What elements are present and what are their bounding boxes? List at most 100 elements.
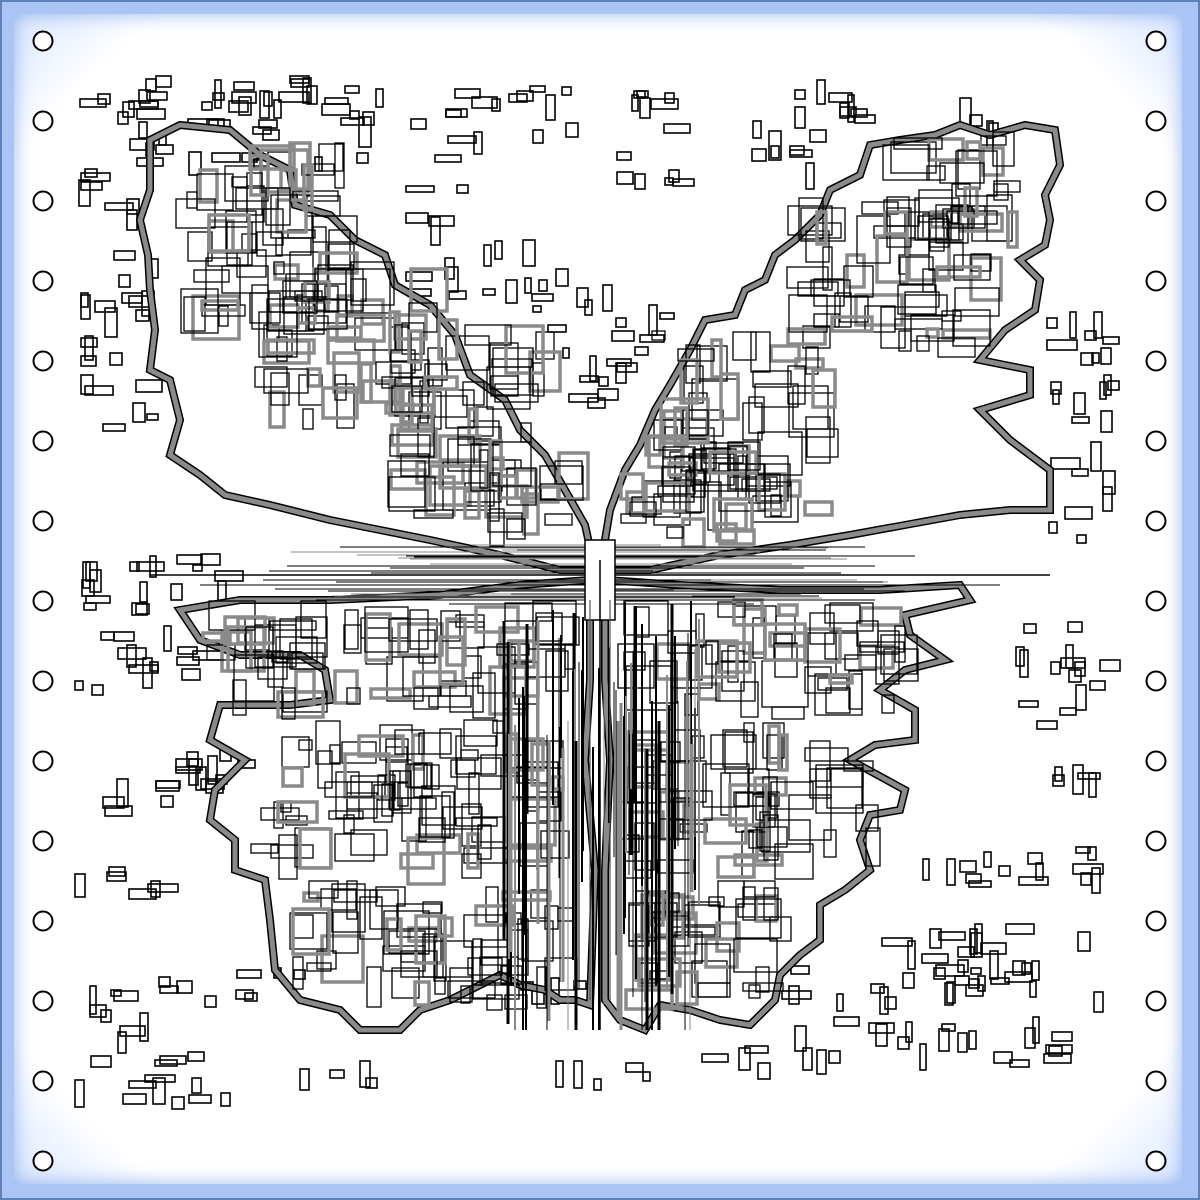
trace-block <box>719 372 740 421</box>
trace-block <box>893 137 943 150</box>
trace-block <box>904 294 948 317</box>
trace-block <box>279 618 313 660</box>
component-pad <box>598 376 609 387</box>
trace-block <box>894 318 943 330</box>
component-pad <box>410 118 427 130</box>
mounting-hole-icon <box>1145 910 1167 932</box>
mounting-hole-icon <box>1145 270 1167 292</box>
component-pad <box>128 100 159 110</box>
component-pad <box>430 216 441 246</box>
component-pad <box>126 209 138 231</box>
trace-block <box>727 441 761 471</box>
trace-block <box>207 213 251 253</box>
trace-block <box>467 407 479 444</box>
component-pad <box>593 1078 602 1091</box>
component-pad <box>968 1030 977 1050</box>
component-pad <box>802 1047 813 1071</box>
component-pad <box>1029 980 1037 998</box>
trace-block <box>993 183 1009 201</box>
trace-block <box>843 760 874 772</box>
trace-block <box>489 342 519 390</box>
trace-block <box>671 926 716 936</box>
trace-block <box>437 318 459 361</box>
component-pad <box>214 79 222 109</box>
trace-block <box>258 311 298 358</box>
trace-block <box>487 512 523 533</box>
trace-block <box>540 830 570 859</box>
mounting-hole-icon <box>1145 1150 1167 1172</box>
trace-block <box>644 481 691 513</box>
trace-block <box>223 615 267 646</box>
component-pad <box>1052 389 1060 405</box>
component-pad <box>639 97 651 119</box>
trace-block <box>343 814 355 834</box>
trace-block <box>180 288 219 334</box>
component-pad <box>106 871 127 882</box>
mounting-hole-icon <box>32 270 54 292</box>
trace-block <box>856 620 879 647</box>
trace-block <box>306 962 332 972</box>
component-pad <box>195 766 207 791</box>
trace-block <box>414 914 447 965</box>
component-pad <box>907 940 916 970</box>
component-pad <box>576 287 589 308</box>
trace-block <box>904 291 940 308</box>
component-pad <box>957 1032 968 1053</box>
component-pad <box>1046 339 1078 351</box>
trace-block <box>263 368 309 394</box>
trace-block <box>489 472 500 522</box>
component-pad <box>977 975 986 992</box>
mounting-hole-icon <box>1145 190 1167 212</box>
lower-right-wing <box>601 575 977 1035</box>
trace-block <box>825 687 851 714</box>
trace-block <box>710 338 723 379</box>
component-pad <box>1090 441 1102 472</box>
trace-block <box>886 207 912 248</box>
trace-block <box>273 261 285 275</box>
trace-block <box>916 335 930 352</box>
component-pad <box>938 931 966 941</box>
component-pad <box>359 1060 371 1088</box>
trace-block <box>624 988 674 1011</box>
component-pad <box>155 75 172 88</box>
component-pad <box>565 122 579 138</box>
component-pad <box>89 1004 107 1018</box>
component-pad <box>139 581 148 603</box>
trace-block <box>373 784 393 823</box>
trace-block <box>276 690 325 719</box>
component-pad <box>434 154 462 163</box>
trace-block <box>705 640 719 665</box>
trace-block <box>413 980 431 1007</box>
trace-block <box>882 144 930 181</box>
trace-block <box>394 729 425 755</box>
component-pad <box>131 602 148 616</box>
trace-block <box>829 602 874 632</box>
component-pad <box>1050 661 1061 675</box>
trace-block <box>685 344 701 384</box>
component-pad <box>1102 470 1116 495</box>
trace-block <box>771 706 805 720</box>
trace-block <box>809 612 835 645</box>
trace-block <box>364 612 392 662</box>
trace-block <box>629 501 657 517</box>
component-pad <box>244 992 258 1002</box>
component-pad <box>94 300 116 313</box>
trace-block <box>703 817 748 845</box>
trace-block <box>557 451 590 501</box>
trace-block <box>389 434 431 457</box>
component-pad <box>1027 852 1043 865</box>
trace-block <box>298 827 333 870</box>
trace-block <box>344 609 359 650</box>
trace-block <box>259 148 310 194</box>
trace-block <box>752 370 792 388</box>
trace-block <box>759 811 771 852</box>
trace-block <box>218 305 229 327</box>
trace-block <box>359 362 373 404</box>
component-pad <box>969 114 983 127</box>
trace-block <box>666 526 684 539</box>
trace-block <box>928 241 964 271</box>
trace-block <box>747 768 770 807</box>
trace-block <box>805 416 831 464</box>
trace-block <box>331 883 366 933</box>
mounting-hole-icon <box>1145 510 1167 532</box>
